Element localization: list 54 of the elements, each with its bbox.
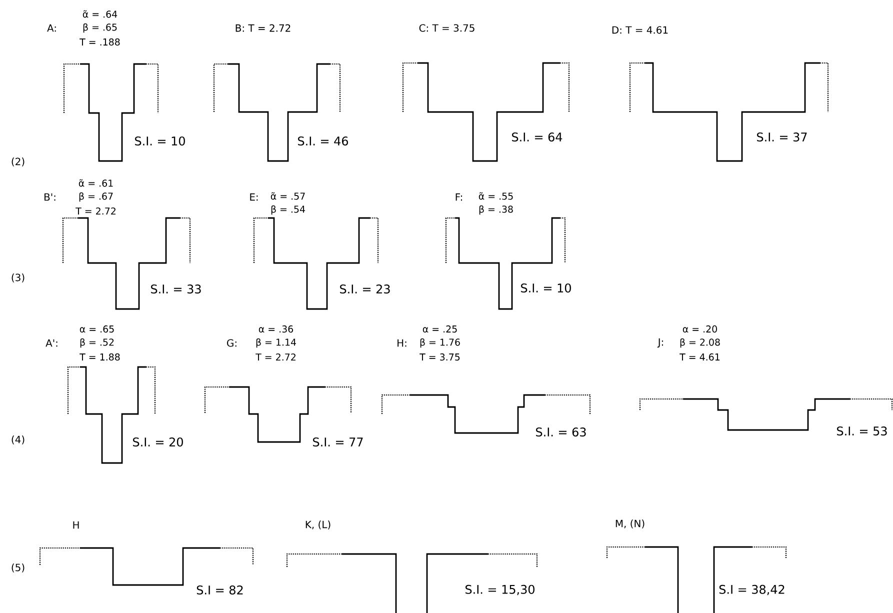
curve-heading: F: (456, 193, 462, 201)
row-number: (3) (12, 274, 24, 282)
index-value: S.I. = 15,30 (466, 584, 534, 596)
index-value: S.I. = 64 (512, 132, 562, 142)
parameter-value: β = .67 (79, 192, 113, 202)
parameter-value: T = 4.61 (680, 353, 720, 361)
curve-heading: J: (657, 338, 663, 348)
parameter-value: α = .25 (422, 325, 457, 333)
index-value: S.I. = 77 (313, 437, 363, 447)
parameter-value: α̃ = .61 (78, 179, 113, 187)
index-value: S.I. = 33 (151, 284, 201, 294)
parameter-value: α = .65 (80, 325, 114, 333)
index-value: S.I. = 10 (521, 283, 571, 293)
index-value: S.I. = 23 (340, 284, 390, 294)
parameter-value: T = .188 (80, 38, 120, 46)
parameter-value: β = .52 (80, 338, 114, 348)
row-number: (5) (12, 564, 24, 572)
row-number: (2) (12, 158, 24, 166)
curve-heading: B': (44, 193, 56, 201)
curve-heading: C: T = 3.75 (419, 24, 474, 32)
parameter-value: α̃ = .55 (478, 192, 513, 200)
curve-heading: A: (47, 24, 56, 32)
index-value: S.I. = 10 (135, 136, 185, 146)
parameter-value: α̃ = .57 (270, 192, 305, 200)
index-value: S.I. = 63 (536, 427, 586, 437)
curve-heading: A': (46, 339, 58, 347)
parameter-value: β = .54 (271, 205, 305, 215)
parameter-value: β = 1.76 (420, 338, 460, 348)
parameter-value: α = .20 (682, 325, 717, 333)
curve-heading: B: T = 2.72 (236, 24, 290, 32)
index-value: S.I. = 20 (133, 437, 183, 447)
index-value: S.I = 82 (196, 585, 243, 595)
row-number: (4) (12, 436, 24, 444)
curve-heading: D: T = 4.61 (612, 26, 668, 34)
index-value: S.I. = 46 (298, 136, 348, 146)
parameter-value: α̃ = .64 (82, 10, 118, 18)
parameter-value: T = 1.88 (80, 353, 120, 361)
parameter-value: β = .38 (479, 205, 513, 215)
curve-heading: H: (398, 339, 406, 347)
index-value: S.I. = 53 (837, 426, 887, 436)
curve-heading: H (73, 521, 79, 529)
parameter-value: T = 3.75 (420, 353, 460, 361)
parameter-value: T = 2.72 (256, 353, 296, 360)
curve-heading: M, (N) (616, 520, 644, 528)
curve-heading: K, (L) (306, 520, 330, 530)
parameter-value: β = 2.08 (680, 338, 720, 348)
curve-heading: E: (250, 193, 258, 201)
index-value: S.I = 38,42 (719, 584, 784, 596)
parameter-value: T = 2.72 (76, 207, 116, 214)
curve-heading: G: (227, 339, 236, 347)
index-value: S.I. = 37 (757, 132, 807, 142)
parameter-value: β = .65 (83, 23, 117, 33)
parameter-value: α = .36 (258, 325, 294, 333)
parameter-value: β = 1.14 (256, 338, 296, 348)
